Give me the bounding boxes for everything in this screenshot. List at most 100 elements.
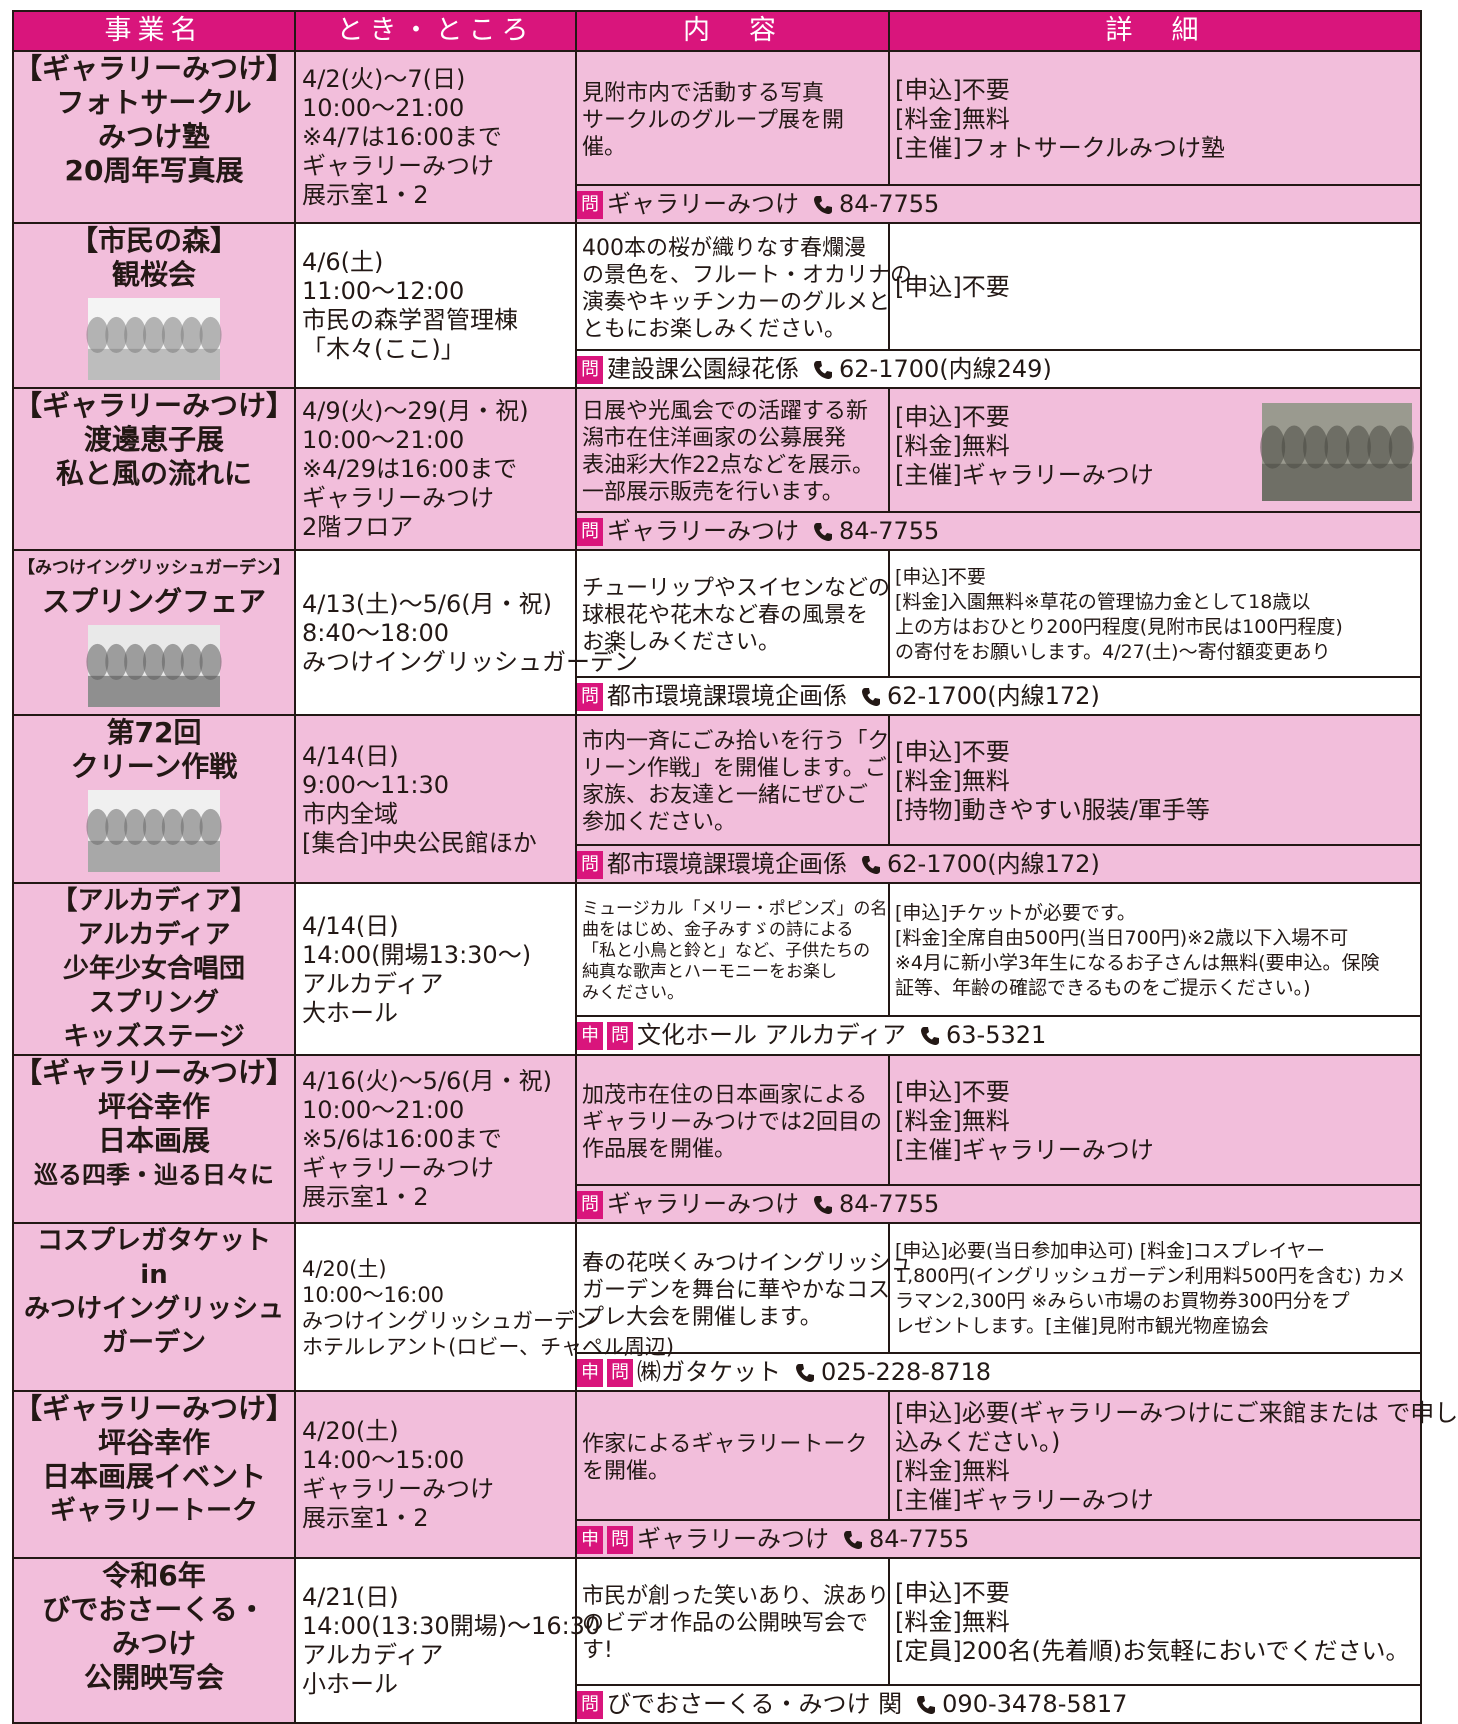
event-when-line: 展示室1・2 — [302, 1504, 429, 1532]
event-detail-line: [申込]不要 — [895, 1077, 1010, 1106]
event-name-line: 公開映写会 — [83, 1661, 224, 1694]
contact-phone-number: 84-7755 — [869, 1525, 970, 1553]
inquiry-tag: 問 — [577, 191, 603, 219]
event-details-cell: [申込]不要[料金]無料[持物]動きやすい服装/軍手等 — [888, 714, 1422, 846]
event-detail-line: [申込]不要 — [895, 75, 1010, 104]
event-name-cell: 【みつけイングリッシュガーデン】スプリングフェア — [12, 549, 296, 716]
event-name-line: 坪谷幸作 — [97, 1090, 210, 1123]
event-content-line: チューリップやスイセンなどの — [582, 576, 891, 601]
header-event-name: 事業名 — [12, 10, 296, 52]
event-content: 400本の桜が織りなす春爛漫の景色を、フルート・オカリナの演奏やキッチンカーのグ… — [577, 229, 912, 345]
event-name-cell: 【アルカディア】アルカディア少年少女合唱団スプリングキッズステージ — [12, 882, 296, 1056]
event-when-line: 10:00～16:00 — [302, 1282, 445, 1307]
event-content-line: 市民が創った笑いあり、涙あり — [582, 1584, 890, 1609]
event-detail-line: [主催]フォトサークルみつけ塾 — [895, 133, 1226, 162]
contact-name: ㈱ガタケット — [637, 1358, 781, 1386]
event-detail-line: [申込]不要 — [895, 403, 1010, 431]
event-content-line: 作品展を開催。 — [582, 1136, 737, 1162]
contact-name: 都市環境課環境企画係 — [607, 850, 847, 878]
event-when-line: 14:00～15:00 — [302, 1446, 465, 1474]
event-details: [申込]不要[料金]無料[持物]動きやすい服装/軍手等 — [890, 734, 1420, 827]
phone-icon — [862, 856, 880, 874]
event-details-cell: [申込]不要[料金]無料[主催]フォトサークルみつけ塾 — [888, 50, 1422, 186]
event-content: チューリップやスイセンなどの球根花や花木など春の風景をお楽しみください。 — [577, 569, 891, 658]
event-details-cell: [申込]不要[料金]無料[主催]ギャラリーみつけ — [888, 387, 1422, 513]
event-when-line: 8:40～18:00 — [302, 618, 450, 647]
event-content-line: お楽しみください。 — [582, 630, 781, 655]
event-detail-line: [申込]チケットが必要です。 — [895, 901, 1136, 924]
event-content-line: 見附市内で活動する写真 — [582, 80, 825, 106]
event-detail-line: [料金]無料 — [895, 104, 1010, 133]
event-when-line: 4/20(土) — [302, 1417, 399, 1445]
event-content-line: サークルのグループ展を開 — [582, 107, 845, 133]
contact-name: 建設課公園緑花係 — [607, 355, 799, 383]
contact-phone-number: 025-228-8718 — [821, 1358, 992, 1386]
event-content-line: す! — [582, 1638, 613, 1663]
event-name-cell: 【ギャラリーみつけ】坪谷幸作日本画展巡る四季・辿る日々に — [12, 1054, 296, 1224]
event-when: 4/16(火)～5/6(月・祝)10:00～21:00※5/6は16:00までギ… — [296, 1064, 575, 1214]
inquiry-tag: 問 — [607, 1526, 633, 1554]
event-name-line: 渡邊恵子展 — [83, 423, 224, 456]
contact-phone-number: 63-5321 — [946, 1021, 1047, 1050]
event-calendar-sheet: 事業名 とき・ところ 内 容 詳 細 【ギャラリーみつけ】フォトサークルみつけ塾… — [12, 10, 1458, 1724]
event-detail-line: レゼントします。[主催]見附市観光物産協会 — [895, 1315, 1269, 1337]
event-content-line: 日展や光風会での活躍する新 — [582, 399, 869, 424]
event-name-line: 巡る四季・辿る日々に — [34, 1161, 274, 1189]
event-detail-line: ラマン2,300円 ※みらい市場のお買物券300円分をプ — [895, 1290, 1350, 1312]
event-details: [申込]チケットが必要です。[料金]全席自由500円(当日700円)※2歳以下入… — [890, 897, 1420, 1003]
event-when-line: ギャラリーみつけ — [302, 1475, 494, 1503]
header-time-place: とき・ところ — [294, 10, 577, 52]
inquiry-tag: 申 — [577, 1526, 603, 1554]
contact-phone-number: 62-1700(内線172) — [887, 682, 1100, 710]
event-name-line: 日本画展 — [97, 1124, 210, 1157]
event-content-line: 400本の桜が織りなす春爛漫 — [582, 235, 866, 261]
event-name-cell: 令和6年びでおさーくる・みつけ公開映写会 — [12, 1557, 296, 1724]
event-name-line: 【ギャラリーみつけ】 — [14, 389, 295, 422]
event-when-line: 市民の森学習管理棟 — [302, 306, 518, 334]
phone-icon — [814, 361, 832, 379]
event-content-line: 催。 — [582, 134, 627, 160]
event-name-line: びでおさーくる・ — [42, 1593, 266, 1626]
event-when-line: ホテルレアント(ロビー、チャペル周辺) — [302, 1334, 675, 1359]
phone-icon — [814, 523, 832, 541]
event-when-line: 4/14(日) — [302, 741, 399, 770]
header-row: 事業名 とき・ところ 内 容 詳 細 — [12, 10, 1422, 52]
event-detail-line: 証等、年齢の確認できるものをご提示ください。) — [895, 976, 1311, 999]
contact-name: びでおさーくる・みつけ 関 — [607, 1690, 903, 1718]
event-content-line: 演奏やキッチンカーのグルメと — [582, 289, 891, 315]
event-when: 4/14(日)14:00(開場13:30～)アルカディア大ホール — [296, 909, 575, 1030]
event-name-line: 第72回 — [106, 716, 202, 749]
contact-name: 都市環境課環境企画係 — [607, 682, 847, 710]
event-content: 日展や光風会での活躍する新潟市在住洋画家の公募展発表油彩大作22点などを展示。一… — [577, 392, 888, 508]
event-detail-line: の寄付をお願いします。4/27(土)～寄付額変更あり — [895, 640, 1331, 663]
inquiry-tag: 問 — [577, 518, 603, 546]
event-detail-line: [主催]ギャラリーみつけ — [895, 461, 1154, 489]
event-when-line: 10:00～21:00 — [302, 94, 465, 122]
event-details-cell: [申込]不要 — [888, 222, 1422, 351]
event-content-line: 潟市在住洋画家の公募展発 — [582, 426, 847, 451]
contact-name: ギャラリーみつけ — [607, 190, 799, 218]
contact-phone-number: 62-1700(内線172) — [887, 850, 1100, 878]
event-detail-line: [申込]不要 — [895, 273, 1010, 301]
phone-icon — [796, 1364, 814, 1382]
event-content-line: 一部展示販売を行います。 — [582, 480, 844, 505]
event-content-line: 春の花咲くみつけイングリッシュ — [582, 1250, 913, 1276]
event-content-line: 球根花や花木など春の風景を — [582, 603, 869, 628]
